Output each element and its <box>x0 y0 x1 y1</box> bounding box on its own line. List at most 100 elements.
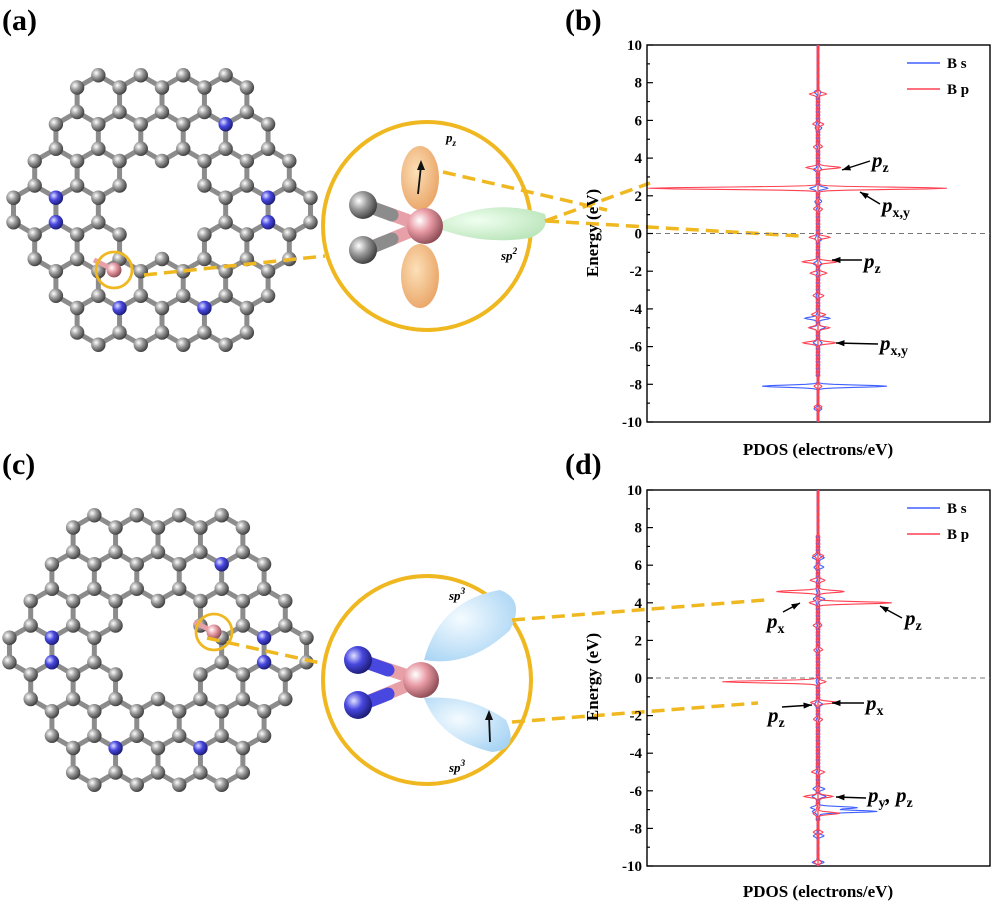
chart-b-tick: -4 <box>630 302 643 318</box>
carbon-atom <box>48 288 64 303</box>
nitrogen-atom <box>112 300 127 316</box>
carbon-atom <box>87 655 102 670</box>
carbon-atom <box>87 581 102 596</box>
carbon-atom <box>193 544 208 560</box>
carbon-atom <box>150 691 166 707</box>
carbon-atom <box>239 300 255 316</box>
carbon-atom <box>214 655 229 670</box>
carbon-atom <box>235 593 251 609</box>
carbon-atom <box>218 68 233 83</box>
carbon-atom <box>108 691 123 707</box>
panel-label-c: (c) <box>2 448 35 481</box>
annotation-px: px <box>864 691 884 719</box>
carbon-atom <box>176 264 191 279</box>
carbon-atom <box>44 557 60 572</box>
carbon-atom <box>299 630 314 645</box>
pdos-curve-bs-right <box>817 44 887 423</box>
boron-atom <box>106 262 122 278</box>
nitrogen-atom <box>48 190 64 205</box>
carbon-atom <box>69 104 85 120</box>
carbon-atom <box>154 300 170 316</box>
legend-label-bp: B p <box>947 527 969 543</box>
carbon-atom <box>214 508 229 523</box>
carbon-atom <box>150 593 166 609</box>
annotation-pz: pz <box>862 249 881 277</box>
carbon-atom <box>65 618 81 633</box>
carbon-atom <box>235 520 251 535</box>
carbon-atom <box>172 581 187 596</box>
carbon-atom <box>27 251 42 267</box>
carbon-atom <box>65 593 81 609</box>
spin-arrow-c <box>488 715 491 743</box>
carbon-atom <box>176 288 191 303</box>
carbon-atom <box>193 765 208 780</box>
chart-d-tick: -4 <box>630 746 643 762</box>
carbon-atom <box>260 117 276 132</box>
carbon-atom <box>235 618 251 633</box>
carbon-atom <box>23 593 38 609</box>
pz-orbital-lower-lobe <box>401 244 439 308</box>
nitrogen-atom <box>193 740 208 756</box>
carbon-atom <box>108 618 123 633</box>
carbon-atom <box>129 581 144 596</box>
chart-d-annotations: px pz pz px py, pz <box>765 606 922 811</box>
annotation-px: px <box>765 609 785 637</box>
chart-b-tick-labels: 10 8 6 4 2 0 -2 -4 -6 -8 -10 <box>622 38 643 431</box>
carbon-atom <box>260 141 276 156</box>
boron-atom <box>206 624 222 640</box>
annotation-arrow-head <box>791 603 800 610</box>
carbon-atom <box>214 704 229 719</box>
carbon-atom <box>239 104 255 120</box>
carbon-atom <box>108 544 123 560</box>
carbon-atom <box>112 153 127 169</box>
carbon-atom <box>214 581 229 596</box>
pdos-chart-d: PDOS (electrons/eV) Energy (eV) 10 8 6 4… <box>583 483 991 901</box>
carbon-atom <box>112 227 127 242</box>
carbon-atom <box>239 325 255 340</box>
molecule-structure-c <box>2 508 314 792</box>
carbon-atom <box>172 508 187 523</box>
carbon-atom <box>91 215 106 230</box>
carbon-atom <box>282 178 297 193</box>
carbon-atom <box>91 190 106 205</box>
molecule-structure-a <box>6 68 318 352</box>
carbon-atom <box>172 728 187 743</box>
carbon-atom <box>69 300 85 316</box>
carbon-atom <box>44 728 60 743</box>
carbon-atom <box>48 117 64 132</box>
carbon-atom <box>69 227 85 242</box>
chart-d-tick-labels: 10 8 6 4 2 0 -2 -4 -6 -8 -10 <box>622 483 643 875</box>
carbon-atom <box>176 141 191 156</box>
panel-label-b: (b) <box>565 4 602 37</box>
carbon-atom <box>235 765 251 780</box>
carbon-atom <box>69 153 85 169</box>
nitrogen-atom <box>44 655 60 670</box>
annotation-py-pz: py, pz <box>866 783 913 811</box>
carbon-atom <box>23 667 38 682</box>
carbon-atom <box>133 337 148 352</box>
carbon-atom <box>69 251 85 267</box>
carbon-atom <box>214 728 229 743</box>
sp3-orbital-upper-lobe <box>424 590 517 662</box>
panel-label-d: (d) <box>565 448 602 481</box>
carbon-atom <box>91 117 106 132</box>
carbon-atom <box>65 667 81 682</box>
annotation-arrow-head <box>836 794 845 801</box>
molecule-atoms <box>6 68 318 352</box>
spin-arrow-a <box>417 165 422 195</box>
chart-b-xlabel: PDOS (electrons/eV) <box>743 440 893 459</box>
nitrogen-atom <box>218 117 233 132</box>
carbon-atom <box>197 227 212 242</box>
carbon-atom <box>27 153 42 169</box>
carbon-atom <box>65 765 81 780</box>
chart-b-tick: 6 <box>635 113 643 129</box>
carbon-atom <box>218 288 233 303</box>
carbon-atom <box>6 190 21 205</box>
orbital-label-sp3-top: sp3 <box>448 586 466 603</box>
pdos-curve-bp-right <box>817 489 892 867</box>
carbon-atom-zoom <box>349 236 377 264</box>
annotation-pxy: px,y <box>880 193 910 221</box>
carbon-atom <box>133 288 148 303</box>
carbon-atom <box>154 325 170 340</box>
chart-d-tick: 0 <box>635 671 643 687</box>
